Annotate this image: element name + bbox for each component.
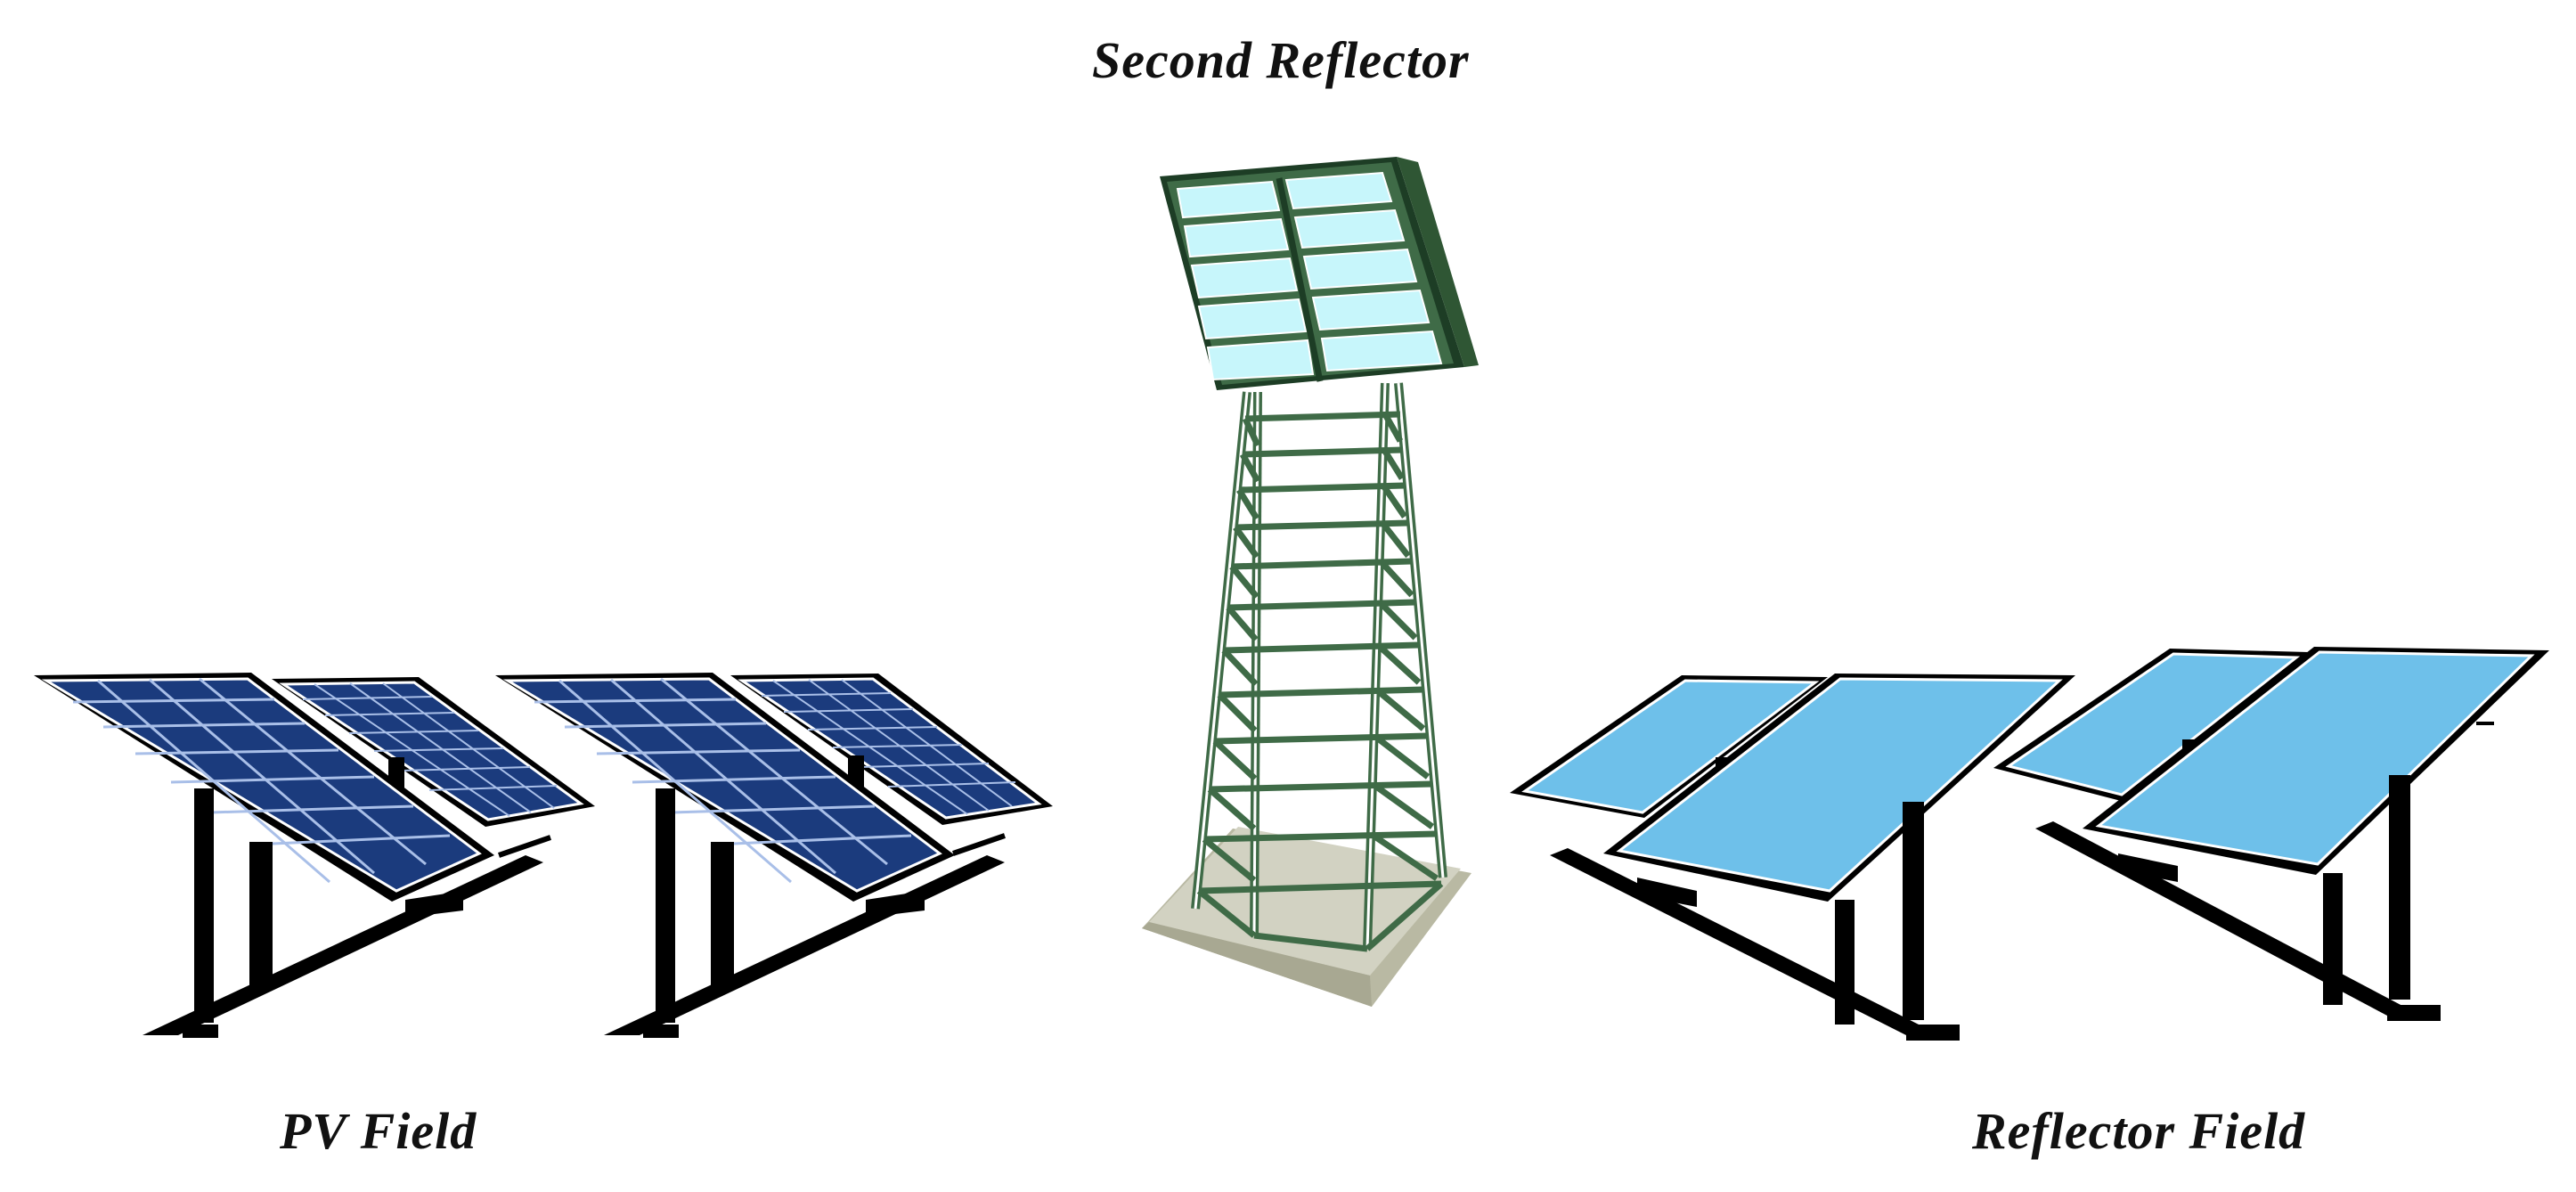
reflector-panel-icon: [1603, 674, 2075, 902]
pv-field-label: PV Field: [280, 1102, 477, 1160]
tower-icon: [1142, 157, 1479, 1007]
pv-panel-icon: [272, 677, 595, 827]
second-reflector-label: Second Reflector: [1092, 31, 1470, 89]
pv-array-1: [34, 673, 595, 1038]
pv-field: [34, 673, 1053, 1038]
tower-base: [1142, 827, 1471, 1007]
reflector-array-2: [1993, 647, 2549, 1021]
reflector-panel-icon: [1510, 675, 1828, 818]
second-reflector-icon: [1160, 157, 1479, 390]
reflector-array-1: [1510, 674, 2075, 1041]
pv-array-2: [495, 673, 1053, 1038]
pv-panel-icon: [34, 673, 494, 902]
pv-panel-icon: [495, 673, 955, 902]
pv-panel-icon: [730, 674, 1053, 825]
reflector-field-label: Reflector Field: [1972, 1102, 2306, 1160]
reflector-panel-icon: [2083, 647, 2549, 875]
reflector-panel-icon: [1993, 649, 2309, 802]
reflector-field: [1510, 647, 2549, 1041]
